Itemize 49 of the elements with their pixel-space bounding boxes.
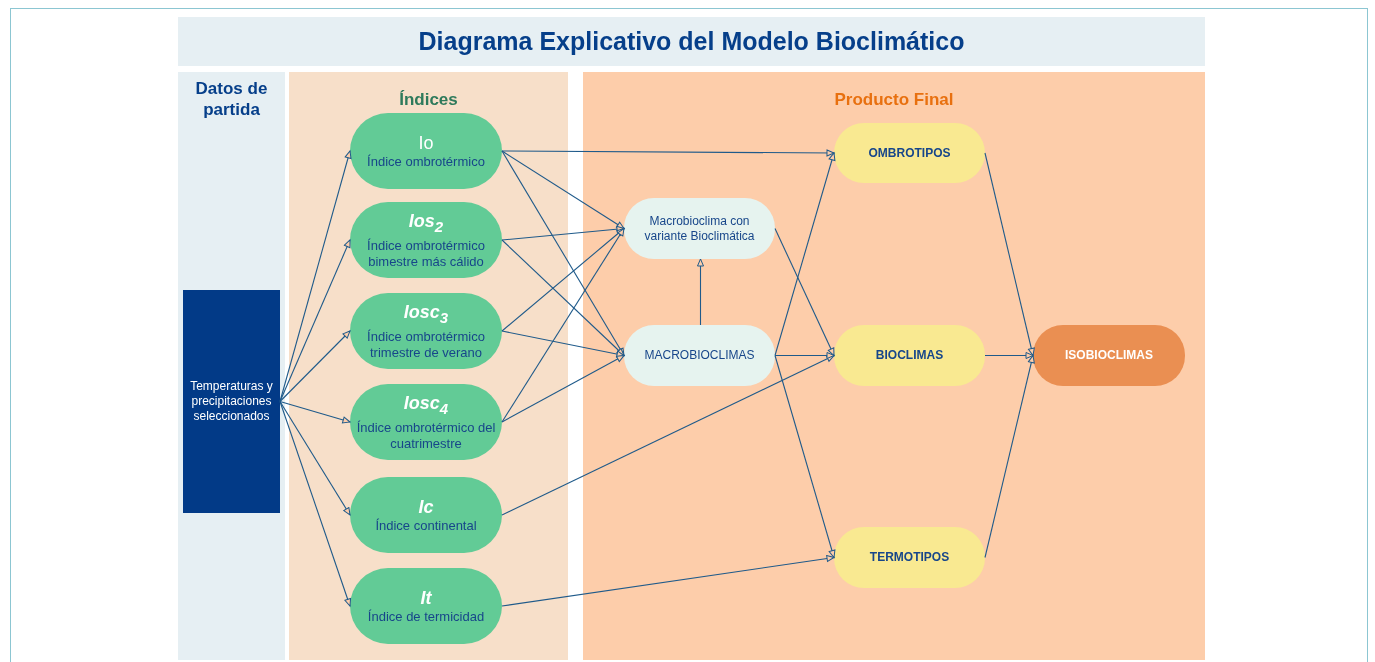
index-symbol: Iosc$_{3}$ [403,301,449,328]
index-name: Índice ombrotérmico bimestre más cálido [366,237,486,270]
arrow [279,239,351,403]
result-node: BIOCLIMAS [834,325,985,386]
arrow [501,239,625,357]
diagram-title: Diagrama Explicativo del Modelo Bioclimático [178,17,1205,66]
index-name: Índice ombrotérmico del cuatrimestre [355,419,497,452]
arrow [501,555,835,607]
column-title: Datos de partida [194,78,269,120]
column-title: Índices [398,89,459,110]
arrow [279,400,351,424]
input-column [178,72,285,660]
index-name: Índice ombrotérmico trimestre de verano [366,328,486,361]
arrow [697,258,704,326]
arrow [501,354,835,516]
index-name: Índice continental [375,518,477,534]
arrow [501,225,625,241]
arrow [984,152,1035,357]
arrow [774,354,836,559]
data-box: Temperaturas y precipitaciones seleccionados [183,290,280,513]
result-node: MACROBIOCLIMAS [624,325,775,386]
index-name: Índice ombrotérmico [367,154,485,170]
index-symbol: Io [418,132,434,154]
arrow [984,352,1034,359]
result-node: TERMOTIPOS [834,527,985,588]
index-symbol: Iosc$_{4}$ [403,392,449,419]
arrow [279,400,352,607]
index-symbol: Ios$_{2}$ [408,210,444,237]
arrow [984,354,1035,559]
arrow [501,227,625,423]
final-node: ISOBIOCLIMAS [1033,325,1185,386]
arrow [501,354,625,423]
arrow [501,227,625,332]
arrow [279,330,351,403]
arrow [501,150,625,230]
arrow [279,400,351,516]
index-symbol: Ic [418,496,434,518]
result-node: OMBROTIPOS [834,123,985,183]
arrow [774,352,835,359]
result-node: Macrobioclima con variante Bioclimática [624,198,775,259]
arrow [774,152,836,357]
product-column [583,72,1205,660]
index-symbol: It [420,587,432,609]
column-title: Producto Final [833,89,955,110]
arrow [774,227,835,357]
indices-column [289,72,568,660]
arrow [501,330,625,358]
index-name: Índice de termicidad [367,609,485,625]
arrow [501,149,835,157]
